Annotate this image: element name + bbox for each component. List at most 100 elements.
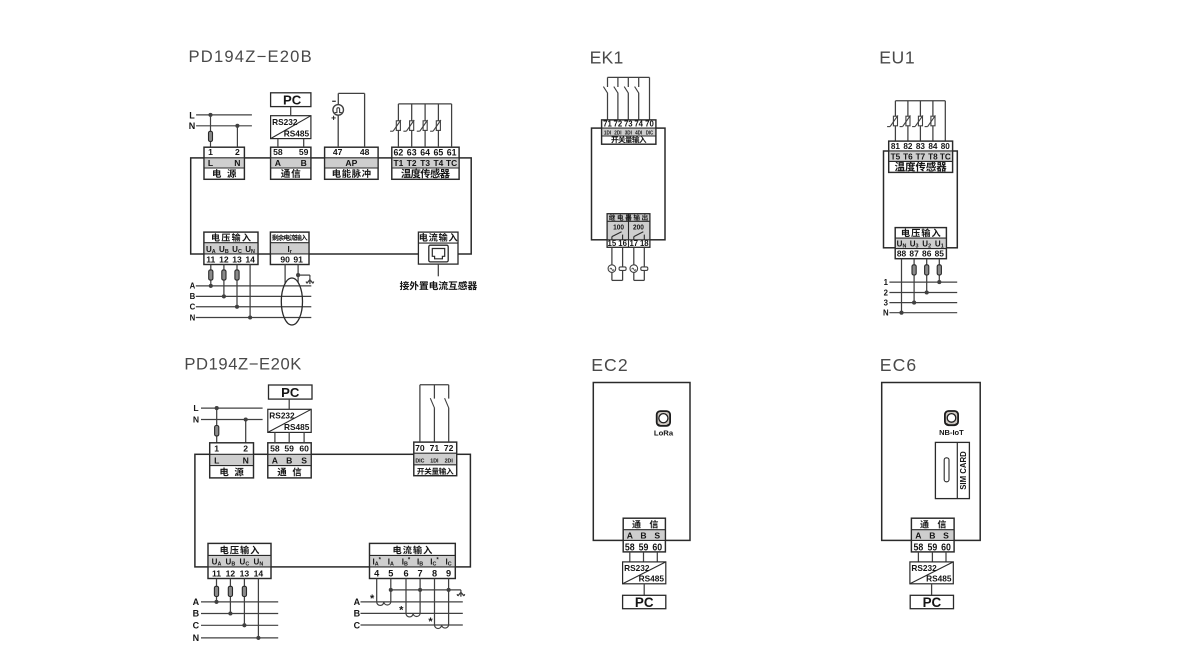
- svg-text:13: 13: [240, 568, 250, 578]
- svg-text:65: 65: [434, 147, 444, 157]
- svg-text:Ir: Ir: [288, 245, 293, 255]
- svg-text:NB-IoT: NB-IoT: [939, 428, 964, 437]
- svg-text:71: 71: [603, 119, 612, 128]
- svg-text:58: 58: [625, 542, 635, 553]
- svg-text:84: 84: [928, 142, 938, 151]
- svg-text:T5: T5: [891, 153, 901, 162]
- svg-text:UA: UA: [212, 558, 222, 568]
- svg-text:PD194Z−E20B: PD194Z−E20B: [189, 47, 313, 66]
- svg-text:B: B: [640, 531, 646, 541]
- svg-text:PC: PC: [923, 595, 942, 610]
- svg-text:12: 12: [226, 568, 236, 578]
- svg-text:L: L: [189, 110, 195, 120]
- svg-text:200: 200: [633, 222, 644, 231]
- svg-text:17: 17: [629, 239, 638, 248]
- svg-text:87: 87: [909, 249, 919, 259]
- svg-text:EK1: EK1: [590, 48, 624, 68]
- svg-text:N: N: [193, 633, 200, 643]
- svg-text:TC: TC: [446, 158, 457, 168]
- svg-text:14: 14: [254, 568, 264, 578]
- svg-text:T6: T6: [903, 153, 913, 162]
- svg-text:T3: T3: [420, 158, 430, 168]
- svg-text:A: A: [627, 531, 633, 541]
- svg-text:88: 88: [897, 249, 907, 259]
- svg-text:85: 85: [935, 249, 945, 259]
- svg-text:DIC: DIC: [415, 458, 424, 464]
- svg-text:8: 8: [432, 569, 437, 579]
- svg-text:PC: PC: [281, 385, 300, 400]
- svg-text:1: 1: [884, 278, 889, 287]
- svg-text:7: 7: [418, 569, 423, 579]
- svg-text:T4: T4: [434, 158, 444, 168]
- svg-text:T2: T2: [407, 158, 417, 168]
- svg-text:72: 72: [614, 119, 623, 128]
- svg-text:2: 2: [235, 147, 240, 157]
- svg-text:64: 64: [420, 147, 430, 157]
- svg-text:2: 2: [884, 288, 889, 297]
- svg-text:70: 70: [645, 119, 654, 128]
- svg-text:63: 63: [407, 147, 417, 157]
- svg-text:IC: IC: [446, 558, 452, 568]
- svg-text:L: L: [214, 456, 219, 466]
- svg-text:A: A: [193, 597, 200, 607]
- svg-text:PD194Z−E20K: PD194Z−E20K: [184, 355, 302, 374]
- svg-text:RS232: RS232: [911, 563, 937, 573]
- svg-text:RS485: RS485: [926, 574, 952, 584]
- svg-text:B: B: [354, 609, 361, 619]
- svg-text:B: B: [286, 456, 292, 466]
- svg-text:C: C: [190, 303, 196, 312]
- svg-text:B: B: [301, 158, 307, 168]
- svg-text:58: 58: [270, 444, 280, 454]
- svg-text:N: N: [190, 313, 196, 322]
- svg-text:C: C: [193, 621, 200, 631]
- svg-text:86: 86: [922, 249, 932, 259]
- svg-text:U1: U1: [935, 240, 944, 250]
- svg-text:UB: UB: [226, 558, 236, 568]
- svg-text:2: 2: [243, 444, 248, 454]
- svg-text:S: S: [654, 531, 660, 541]
- svg-text:UN: UN: [897, 240, 907, 250]
- svg-text:EC2: EC2: [591, 355, 629, 375]
- svg-text:DIC: DIC: [646, 130, 653, 136]
- svg-text:A: A: [190, 282, 196, 291]
- svg-text:U3: U3: [910, 240, 919, 250]
- svg-text:1DI: 1DI: [604, 130, 612, 136]
- svg-text:59: 59: [639, 542, 649, 553]
- svg-text:IA*: IA*: [372, 558, 381, 568]
- svg-text:UC: UC: [232, 245, 242, 255]
- svg-text:N: N: [193, 415, 199, 425]
- svg-text:13: 13: [232, 254, 242, 264]
- svg-text:16: 16: [618, 239, 627, 248]
- svg-text:48: 48: [360, 147, 370, 157]
- svg-text:L: L: [193, 403, 198, 413]
- svg-text:T1: T1: [394, 158, 404, 168]
- svg-text:S: S: [943, 531, 949, 541]
- svg-text:6: 6: [403, 569, 408, 579]
- svg-text:RS232: RS232: [272, 117, 298, 127]
- svg-text:A: A: [915, 531, 921, 541]
- svg-text:70: 70: [415, 443, 425, 453]
- svg-text:S: S: [301, 456, 307, 466]
- svg-text:47: 47: [333, 147, 343, 157]
- svg-text:PC: PC: [635, 595, 654, 610]
- svg-text:RS232: RS232: [269, 411, 295, 421]
- svg-text:59: 59: [299, 147, 309, 157]
- svg-text:72: 72: [444, 443, 454, 453]
- svg-text:4DI: 4DI: [635, 130, 643, 136]
- svg-text:81: 81: [891, 142, 901, 151]
- svg-text:A: A: [272, 456, 278, 466]
- svg-text:11: 11: [206, 254, 215, 264]
- svg-text:3: 3: [884, 298, 889, 307]
- svg-text:AP: AP: [345, 158, 357, 168]
- svg-text:RS232: RS232: [624, 563, 650, 573]
- svg-text:62: 62: [394, 147, 404, 157]
- svg-text:80: 80: [941, 142, 951, 151]
- svg-text:N: N: [883, 309, 889, 318]
- svg-text:IB: IB: [417, 558, 423, 568]
- svg-text:UN: UN: [245, 245, 255, 255]
- svg-text:IA: IA: [388, 558, 394, 568]
- svg-text:60: 60: [299, 444, 309, 454]
- svg-text:SIM CARD: SIM CARD: [959, 451, 968, 490]
- svg-text:RS485: RS485: [284, 422, 310, 432]
- svg-text:71: 71: [430, 443, 440, 453]
